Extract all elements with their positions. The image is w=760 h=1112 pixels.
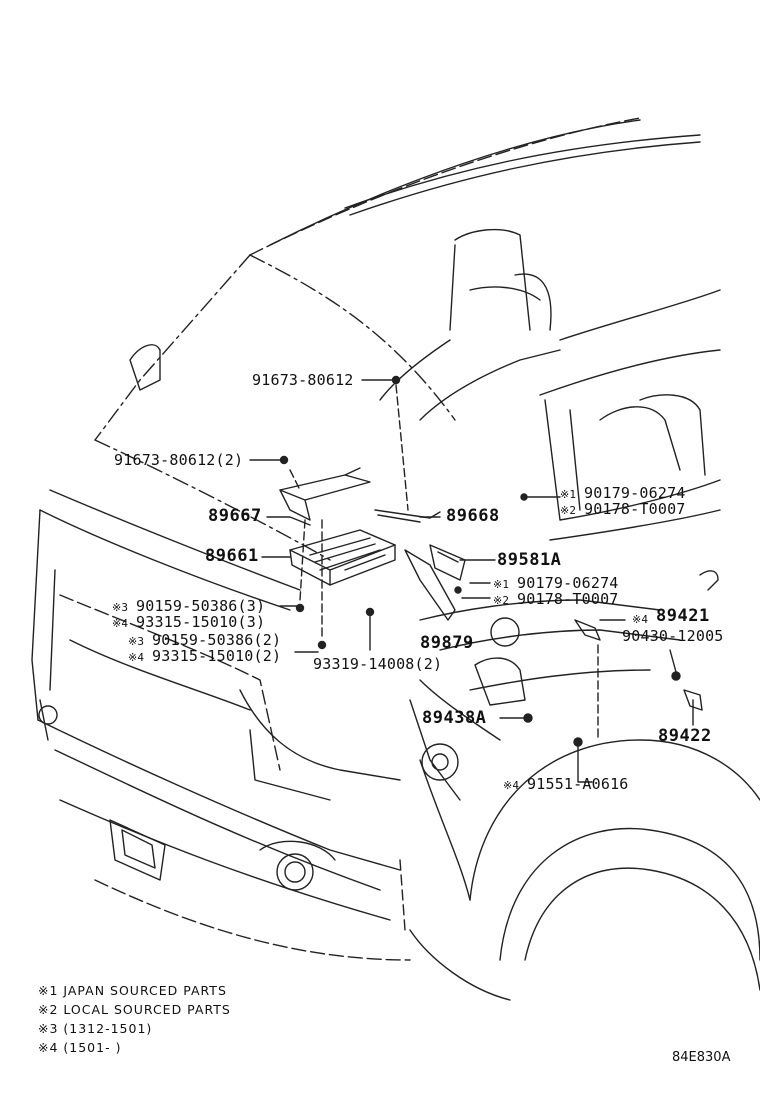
legend-range-1501: ※4 (1501- )	[38, 1040, 122, 1055]
part-number-90179-06274-b: 90179-06274	[517, 574, 619, 592]
part-number-89438A: 89438A	[422, 708, 487, 728]
part-number-89879: 89879	[420, 633, 474, 653]
note-mark-2b: ※2	[493, 594, 510, 607]
part-number-90179-06274: 90179-06274	[584, 484, 686, 502]
part-number-90178-T0007-b: 90178-T0007	[517, 590, 619, 608]
legend-local-sourced: ※2 LOCAL SOURCED PARTS	[38, 1002, 231, 1017]
note-mark-4: ※4	[112, 617, 129, 630]
note-mark-3: ※3	[112, 601, 129, 614]
part-number-89422: 89422	[658, 726, 712, 746]
note-mark-4b: ※4	[632, 613, 649, 626]
part-number-91673-80612-qty2: 91673-80612(2)	[114, 451, 244, 469]
part-number-89661: 89661	[205, 546, 259, 566]
note-mark-2: ※2	[560, 504, 577, 517]
part-number-90159-50386-qty3: 90159-50386(3)	[136, 597, 266, 615]
part-number-89421: 89421	[656, 606, 710, 626]
legend-japan-sourced: ※1 JAPAN SOURCED PARTS	[38, 983, 227, 998]
note-mark-1: ※1	[560, 488, 577, 501]
part-number-90178-T0007: 90178-T0007	[584, 500, 686, 518]
part-number-89667: 89667	[208, 506, 262, 526]
part-number-90430-12005: 90430-12005	[622, 627, 724, 645]
part-number-89668: 89668	[446, 506, 500, 526]
part-number-90159-50386-qty2: 90159-50386(2)	[152, 631, 282, 649]
part-number-93315-15010-qty3: 93315-15010(3)	[136, 613, 266, 631]
part-number-91673-80612: 91673-80612	[252, 371, 354, 389]
diagram-code: 84E830A	[672, 1050, 731, 1065]
note-mark-4c: ※4	[128, 651, 145, 664]
note-mark-3b: ※3	[128, 635, 145, 648]
part-number-91551-A0616: 91551-A0616	[527, 775, 629, 793]
part-number-93315-15010-qty2: 93315-15010(2)	[152, 647, 282, 665]
part-number-93319-14008-qty2: 93319-14008(2)	[313, 655, 443, 673]
note-mark-1b: ※1	[493, 578, 510, 591]
note-mark-4d: ※4	[503, 779, 520, 792]
part-number-89581A: 89581A	[497, 550, 562, 570]
legend-range-1312-1501: ※3 (1312-1501)	[38, 1021, 153, 1036]
